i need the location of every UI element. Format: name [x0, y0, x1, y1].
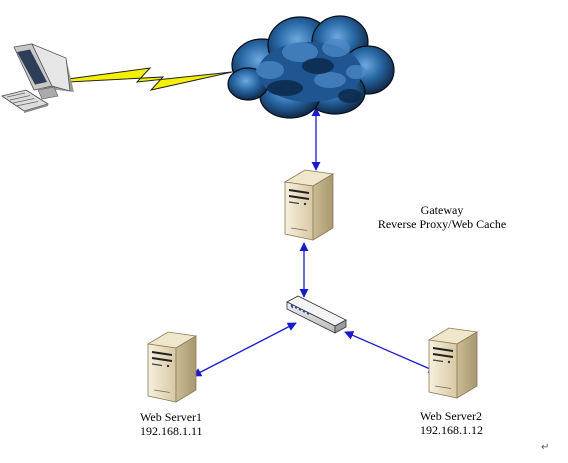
desktop-computer-icon — [1, 43, 74, 113]
web-server2-icon — [428, 327, 478, 399]
links — [67, 67, 438, 377]
gateway-server-icon — [284, 169, 334, 241]
web-server2-name: Web Server2 — [420, 409, 483, 423]
link-switch-server2 — [344, 331, 438, 373]
link-switch-server1 — [192, 322, 297, 377]
cloud-icon — [227, 15, 395, 119]
gateway-label: Gateway Reverse Proxy/Web Cache — [367, 203, 517, 231]
web-server1-name: Web Server1 — [140, 410, 203, 424]
web-server1-label: Web Server1 192.168.1.11 — [140, 410, 203, 438]
network-switch-icon — [286, 295, 347, 334]
gateway-subtitle: Reverse Proxy/Web Cache — [377, 217, 507, 231]
lightning-link — [67, 67, 233, 91]
web-server1-icon — [147, 331, 197, 403]
web-server2-label: Web Server2 192.168.1.12 — [420, 409, 483, 437]
web-server2-ip: 192.168.1.12 — [420, 423, 483, 437]
paragraph-mark: ↵ — [541, 442, 550, 453]
gateway-title: Gateway — [420, 203, 464, 217]
web-server1-ip: 192.168.1.11 — [140, 424, 203, 438]
